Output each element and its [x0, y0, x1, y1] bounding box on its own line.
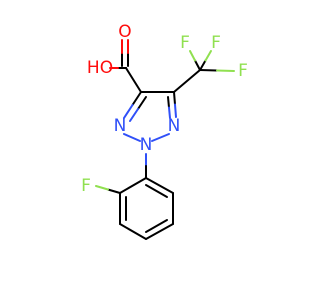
bonds — [95, 39, 235, 240]
bond-c5-n3-double-b — [168, 106, 171, 119]
bond-c4-n1-double-a — [137, 96, 147, 110]
triazole-n2-label: N — [140, 135, 153, 155]
bond-n2-n3 — [151, 133, 170, 142]
bond-ph-3 — [119, 223, 147, 240]
aryl-fluorine-label: F — [81, 176, 91, 196]
bond-c5-n3-double-a — [167, 96, 170, 109]
bond-cf3-f1-a — [194, 59, 201, 71]
fluorine-top-left-label: F — [180, 33, 190, 53]
structure-canvas: HO O N N N F F F F — [81, 22, 248, 240]
triazole-n3-label: N — [168, 116, 181, 136]
bond-n1-n2 — [123, 133, 141, 142]
bond-ph-1 — [119, 177, 147, 194]
bond-aryl-f-b — [95, 185, 109, 191]
fluorine-side-label: F — [238, 61, 248, 81]
atom-labels: HO O N N N F F F F — [81, 22, 248, 196]
molecule-diagram: HO O N N N F F F F — [81, 22, 248, 240]
fluorine-top-right-label: F — [211, 33, 221, 53]
bond-cf3-f2-b — [204, 50, 212, 62]
bond-ph-4 — [145, 223, 174, 240]
bond-aryl-f-a — [107, 188, 121, 194]
bond-ph-inner-3 — [145, 184, 168, 198]
bond-c5-n3-b — [174, 103, 177, 118]
bond-ph-inner-2 — [145, 219, 168, 233]
bond-cf3-f3-a — [199, 69, 218, 72]
bond-cf3-f3-b — [216, 69, 235, 72]
carbonyl-oxygen-label: O — [118, 22, 131, 42]
bond-c5-n3-a — [173, 91, 176, 106]
bond-c5-cf3 — [173, 69, 201, 93]
bond-cooh-c — [125, 67, 142, 93]
bond-ph-6 — [145, 177, 174, 194]
bond-c4-n1-a — [131, 91, 142, 106]
hydroxyl-label: HO — [87, 58, 113, 78]
bond-cf3-f1-b — [189, 50, 196, 62]
bond-cf3-f2-a — [199, 59, 207, 71]
triazole-n1-label: N — [114, 116, 127, 136]
bond-c4-n1-double-b — [129, 108, 139, 122]
bond-c4-n1-b — [123, 104, 134, 119]
